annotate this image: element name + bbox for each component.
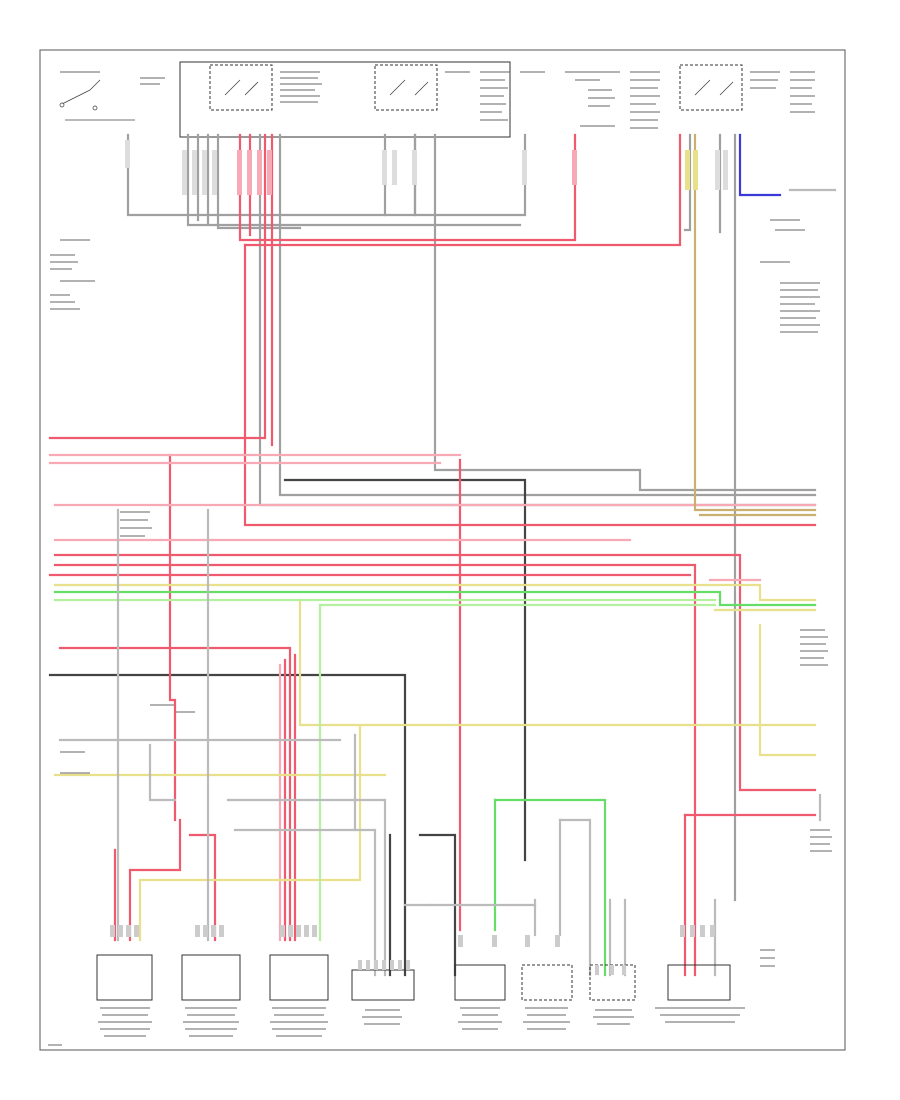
control-relay-box bbox=[679, 64, 743, 111]
green-wires bbox=[53, 590, 817, 977]
yellow-wires bbox=[53, 583, 817, 942]
component-sensor-5 bbox=[454, 964, 506, 1001]
main-relay-box bbox=[209, 64, 273, 111]
component-label-marks bbox=[48, 949, 775, 1046]
lightgreen-wires bbox=[53, 598, 717, 942]
relay-contacts bbox=[224, 79, 734, 96]
component-sensor-3 bbox=[269, 954, 329, 1001]
fuse-block-top bbox=[179, 61, 511, 138]
component-sensor-1 bbox=[96, 954, 153, 1001]
fuel-pump-relay-box bbox=[374, 64, 438, 111]
tan-wires bbox=[693, 133, 817, 517]
label-marks bbox=[50, 71, 832, 852]
component-sensor-2 bbox=[181, 954, 241, 1001]
component-pins bbox=[110, 140, 728, 975]
pink-wires bbox=[48, 453, 817, 942]
gray-wires bbox=[126, 133, 817, 902]
diagram-frame bbox=[39, 49, 846, 1051]
component-sensor-6 bbox=[521, 964, 573, 1001]
ignition-switch bbox=[59, 79, 135, 121]
misc-lines bbox=[58, 188, 837, 977]
component-module-8 bbox=[667, 964, 731, 1001]
red-wires bbox=[48, 133, 817, 977]
blue-wire bbox=[738, 133, 782, 197]
dark-wires bbox=[48, 478, 527, 977]
